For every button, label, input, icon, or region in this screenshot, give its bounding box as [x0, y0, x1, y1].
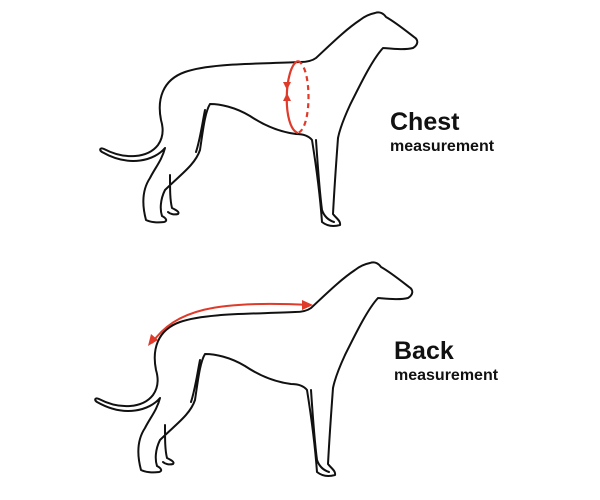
arrowhead-down-icon	[283, 82, 291, 90]
chest-girth-ellipse-icon	[283, 59, 310, 135]
dog-outline-bottom	[94, 261, 414, 477]
chest-subtitle: measurement	[390, 138, 495, 155]
back-subtitle: measurement	[394, 367, 499, 384]
back-title: Back	[394, 337, 454, 365]
dog-outline-top	[99, 11, 419, 228]
back-length-arrow-icon	[148, 300, 313, 346]
arrowhead-right-icon	[302, 300, 313, 310]
chest-title: Chest	[390, 108, 460, 136]
arrowhead-left-icon	[148, 334, 158, 346]
arrowhead-up-icon	[283, 93, 291, 101]
